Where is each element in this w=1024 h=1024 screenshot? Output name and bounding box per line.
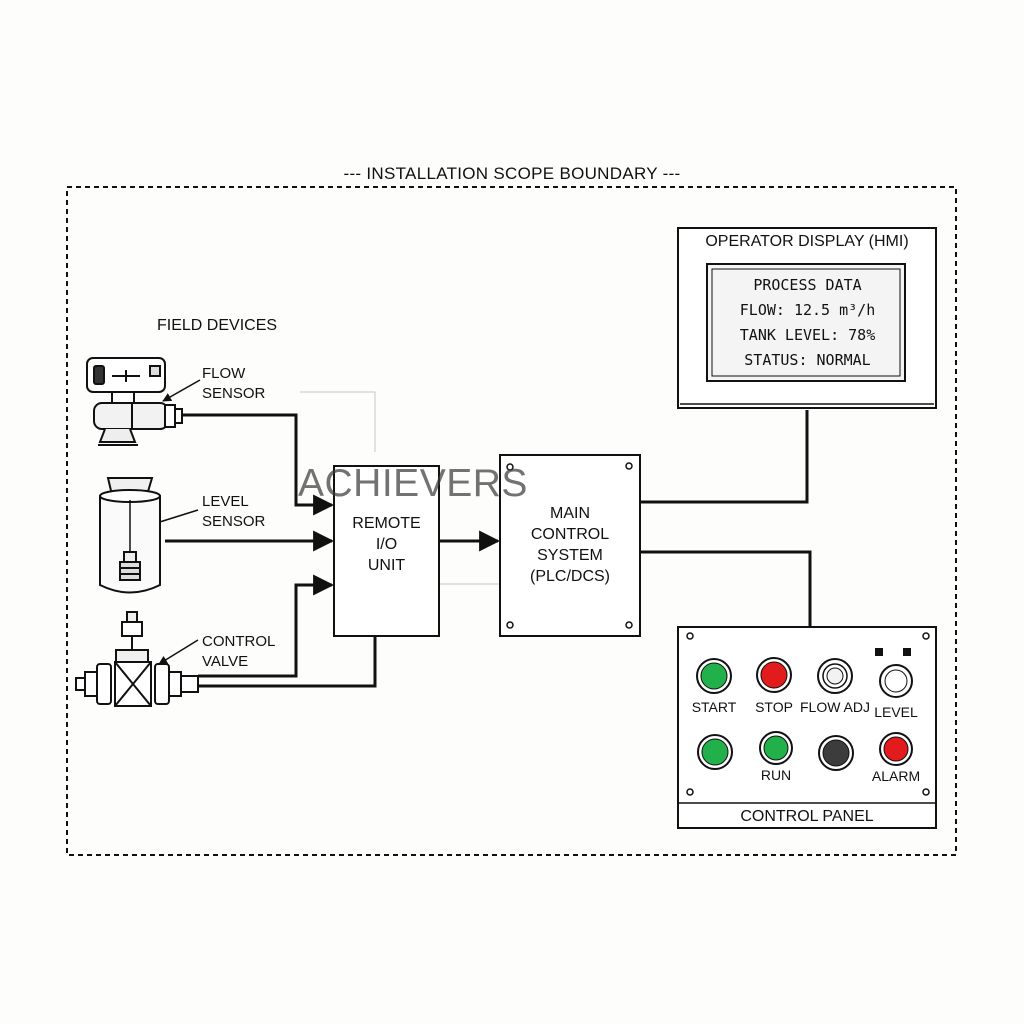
stop-button[interactable] <box>756 657 792 693</box>
level-sensor-icon <box>99 477 161 594</box>
screw-icon <box>625 462 633 470</box>
wire-flow-sensor-to-remote-io <box>180 413 335 516</box>
hmi-screen-text: PROCESS DATA FLOW: 12.5 m³/h TANK LEVEL:… <box>710 273 905 373</box>
boundary-title: --- INSTALLATION SCOPE BOUNDARY --- <box>343 164 681 183</box>
indicator-square <box>875 648 883 656</box>
flow-sensor-label-1: FLOW <box>202 365 246 382</box>
main-control-label: MAIN CONTROL SYSTEM (PLC/DCS) <box>529 505 610 585</box>
control-valve-label-2: VALVE <box>202 653 249 670</box>
watermark-guides <box>300 391 500 585</box>
run-button[interactable] <box>759 731 793 765</box>
hmi-screen-heading: PROCESS DATA <box>753 276 862 294</box>
control-valve-label-1: CONTROL <box>202 633 276 650</box>
remote-io-box <box>333 465 440 637</box>
hmi-tank-level-readout: TANK LEVEL: 78% <box>739 326 876 344</box>
hmi-screen <box>706 263 906 382</box>
green-button[interactable] <box>697 734 733 770</box>
start-label: START <box>691 699 737 715</box>
wire-main-control-to-hmi <box>640 410 809 504</box>
screw-icon <box>625 621 633 629</box>
level-sensor-label-2: SENSOR <box>202 513 266 530</box>
main-control-box <box>499 454 641 637</box>
flow-adj-label: FLOW ADJ <box>800 699 871 715</box>
control-panel <box>677 626 937 829</box>
wire-remote-io-to-control-valve <box>198 637 377 688</box>
flow-sensor-pointer <box>162 379 201 402</box>
remote-io-label: REMOTE I/O UNIT <box>352 515 421 574</box>
alarm-light[interactable] <box>879 732 913 766</box>
flow-adj-knob[interactable] <box>817 658 853 694</box>
control-valve-icon <box>75 611 199 707</box>
hmi-unit <box>677 227 937 409</box>
run-label: RUN <box>760 767 792 783</box>
watermark-text: ACHIEVERS <box>298 462 528 505</box>
screw-icon <box>506 463 514 471</box>
wire-main-control-to-panel <box>640 550 812 627</box>
installation-scope-boundary <box>66 186 957 856</box>
flow-sensor-label-2: SENSOR <box>202 385 266 402</box>
field-devices-title: FIELD DEVICES <box>157 317 278 334</box>
level-label: LEVEL <box>874 704 918 720</box>
hmi-status-readout: STATUS: NORMAL <box>744 351 871 369</box>
hmi-title: OPERATOR DISPLAY (HMI) <box>705 233 909 250</box>
wire-control-valve-to-remote-io <box>198 574 335 678</box>
stop-label: STOP <box>755 699 793 715</box>
level-sensor-label-1: LEVEL <box>202 493 249 510</box>
screw-icon <box>922 632 930 640</box>
control-panel-title: CONTROL PANEL <box>740 808 874 825</box>
dark-knob[interactable] <box>818 735 854 771</box>
start-button[interactable] <box>696 658 732 694</box>
control-valve-pointer <box>158 639 199 665</box>
hmi-flow-readout: FLOW: 12.5 m³/h <box>739 301 876 319</box>
wires <box>165 410 812 688</box>
screw-icon <box>922 788 930 796</box>
screw-icon <box>686 632 694 640</box>
flow-sensor-icon <box>86 357 183 446</box>
alarm-label: ALARM <box>871 768 921 784</box>
level-indicator-light[interactable] <box>879 664 913 698</box>
screw-icon <box>686 788 694 796</box>
indicator-square <box>903 648 911 656</box>
screw-icon <box>506 621 514 629</box>
